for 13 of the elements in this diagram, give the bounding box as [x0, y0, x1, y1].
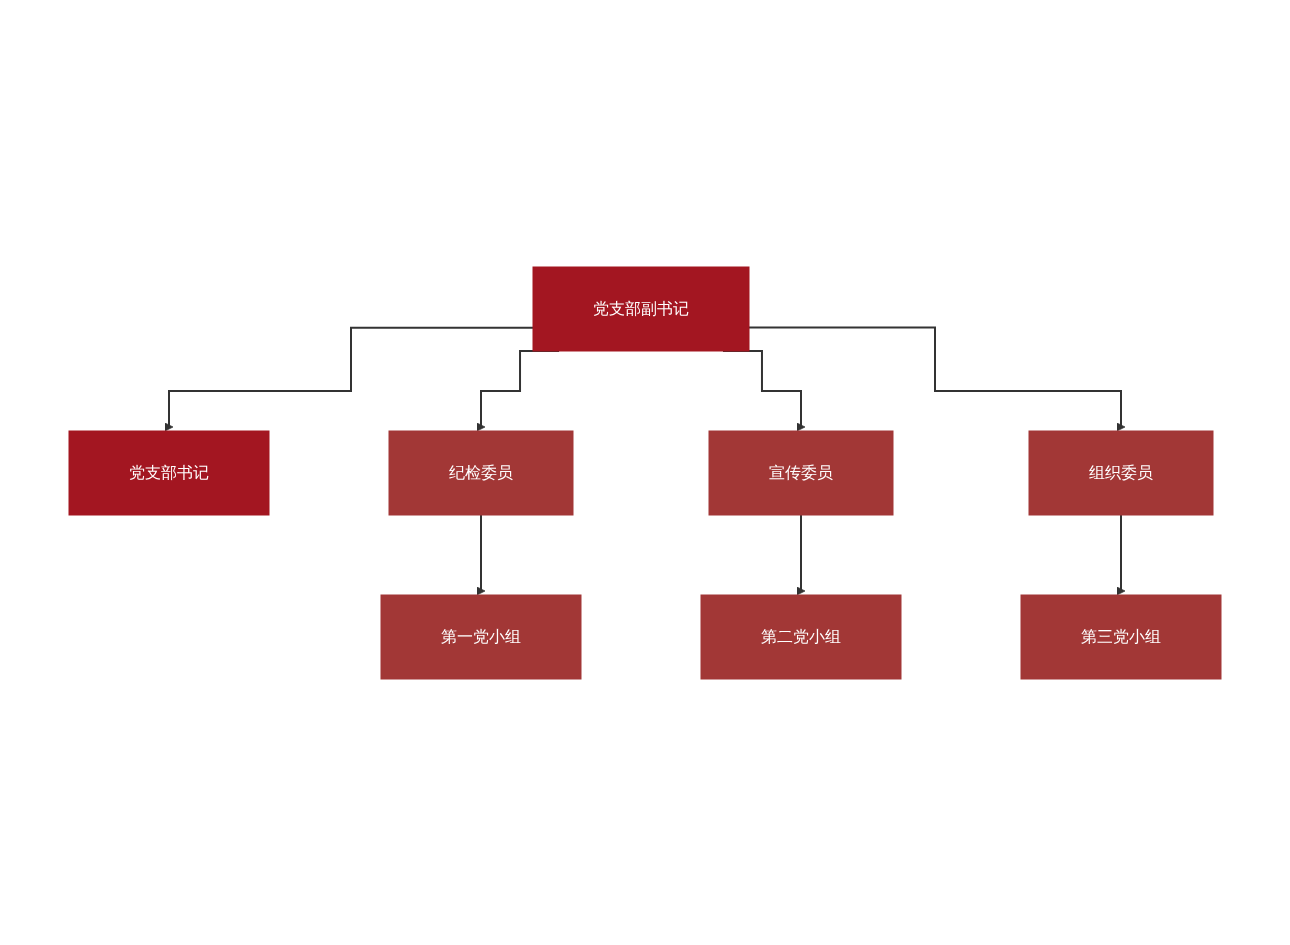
- arrow: [748, 325, 1126, 431]
- node-box: 宣传委员: [708, 430, 894, 515]
- arrow: [796, 513, 806, 595]
- node-box: 党支部副书记: [532, 266, 750, 351]
- arrow: [164, 326, 534, 431]
- node-box: 组织委员: [1028, 430, 1214, 515]
- node-box: 第二党小组: [700, 594, 902, 679]
- arrow: [476, 513, 486, 595]
- node-box: 第一党小组: [380, 594, 582, 679]
- node-box: 第三党小组: [1020, 594, 1222, 679]
- arrow: [1116, 513, 1126, 595]
- node-box: 纪检委员: [388, 430, 574, 515]
- node-box: 党支部书记: [68, 430, 270, 515]
